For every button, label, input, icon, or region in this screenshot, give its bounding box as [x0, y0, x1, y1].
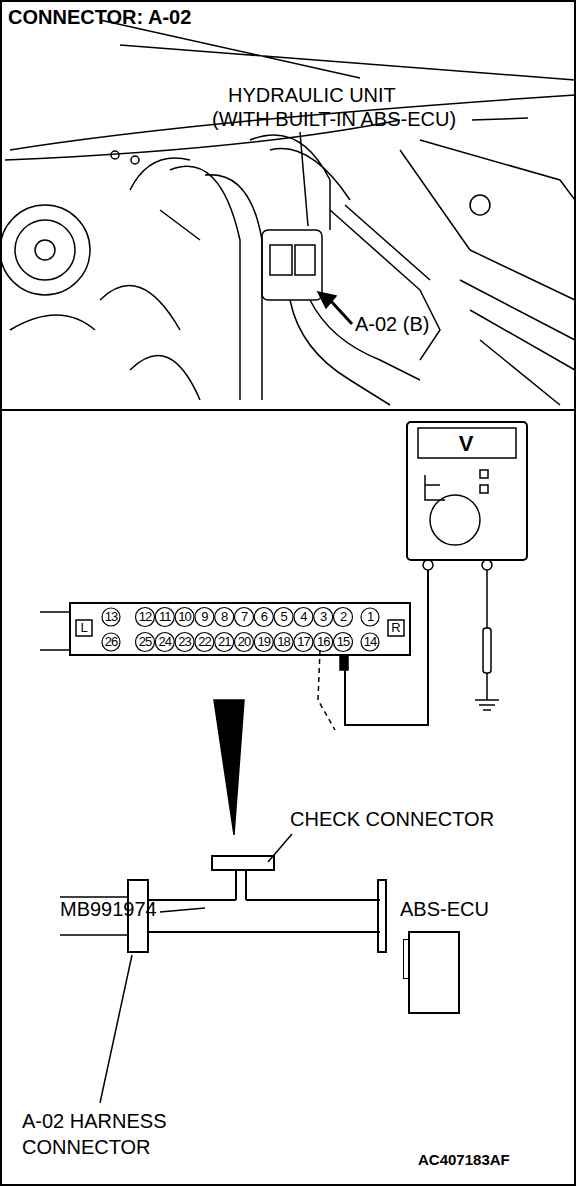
pin-number: 26 — [105, 635, 117, 649]
pin-circle — [175, 633, 194, 652]
pin-circle — [215, 633, 234, 652]
tool-number: MB991974 — [60, 898, 157, 921]
pin-circle — [274, 608, 293, 627]
pin-number: 15 — [337, 635, 349, 649]
pin-number: 11 — [159, 610, 171, 624]
pin-number: 3 — [320, 610, 326, 624]
figure-code: AC407183AF — [418, 1148, 510, 1171]
ecu-tab — [403, 939, 408, 979]
side-mark: L — [80, 621, 87, 635]
pin-number: 18 — [277, 635, 289, 649]
pin-number: 13 — [105, 610, 117, 624]
pin-circle — [195, 633, 214, 652]
pin-number: 20 — [238, 635, 250, 649]
side-mark: R — [391, 621, 400, 635]
pin-circle — [155, 608, 174, 627]
meter-unit: V — [459, 432, 474, 455]
pin-circle — [254, 608, 273, 627]
pin-circle — [334, 608, 353, 627]
pin-number: 22 — [198, 635, 210, 649]
pin-number: 6 — [261, 610, 267, 624]
pin-number: 10 — [178, 610, 190, 624]
pin-number: 2 — [340, 610, 346, 624]
pin-circle — [155, 633, 174, 652]
pin-number: 1 — [367, 610, 373, 624]
part-name: HYDRAULIC UNIT — [228, 84, 396, 107]
pin-circle — [195, 608, 214, 627]
pin-number: 17 — [297, 635, 309, 649]
pin-circle — [294, 608, 313, 627]
pin-circle — [254, 633, 273, 652]
pin-number: 8 — [221, 610, 227, 624]
pin-number: 23 — [178, 635, 190, 649]
pin-number: 16 — [317, 635, 329, 649]
ecu-outline — [408, 931, 460, 1014]
pin-circle — [361, 608, 379, 626]
pin-circle — [314, 608, 333, 627]
pin-number: 5 — [280, 610, 286, 624]
pin-circle — [334, 633, 353, 652]
pin-number: 4 — [300, 610, 306, 624]
part-name: CHECK CONNECTOR — [290, 808, 494, 831]
pin-circle — [136, 633, 155, 652]
pin-number: 14 — [364, 635, 376, 649]
pin-number: 25 — [139, 635, 151, 649]
pin-circle — [294, 633, 313, 652]
pin-number: 12 — [139, 610, 151, 624]
pin-number: 19 — [258, 635, 270, 649]
part-name: (WITH BUILT-IN ABS-ECU) — [212, 108, 456, 131]
connector-name: A-02 (B) — [355, 313, 429, 336]
pin-circle — [361, 633, 379, 651]
pin-circle — [274, 633, 293, 652]
pin-circle — [136, 608, 155, 627]
pin-circle — [175, 608, 194, 627]
box-heading: ABS-ECU — [400, 898, 470, 921]
pin-circle — [235, 633, 254, 652]
pin-number: 24 — [159, 635, 171, 649]
pin-circle — [102, 608, 120, 626]
part-name: A-02 HARNESS CONNECTOR — [22, 1108, 197, 1160]
pin-circle — [215, 608, 234, 627]
pin-number: 21 — [218, 635, 230, 649]
pin-circle — [102, 633, 120, 651]
pin-number: 7 — [241, 610, 247, 624]
title: CONNECTOR: A-02 — [8, 6, 191, 29]
ecu-box: ABS-ECU — [400, 898, 470, 1016]
pin-circle — [314, 633, 333, 652]
pin-number: 9 — [201, 610, 207, 624]
pin-circle — [235, 608, 254, 627]
